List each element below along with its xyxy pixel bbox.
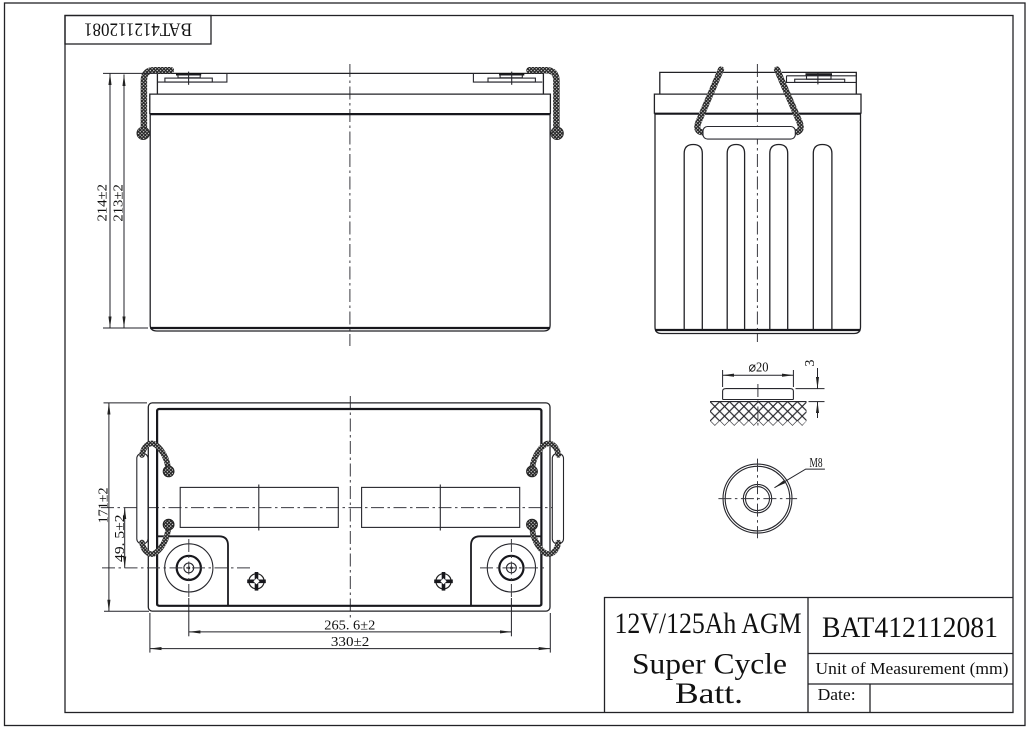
svg-text:Unit of Measurement (mm): Unit of Measurement (mm) [816,659,1009,678]
svg-text:M8: M8 [810,456,823,471]
svg-text:12V/125Ah AGM: 12V/125Ah AGM [615,607,802,640]
svg-text:330±2: 330±2 [331,635,369,650]
svg-text:Super Cycle: Super Cycle [632,648,787,681]
svg-text:171±2: 171±2 [96,487,111,523]
svg-text:⌀20: ⌀20 [749,360,769,375]
svg-text:49. 5±2: 49. 5±2 [113,514,128,562]
svg-text:214±2: 214±2 [96,184,111,222]
svg-text:BAT412112081: BAT412112081 [84,18,192,38]
svg-text:Batt.: Batt. [675,677,743,710]
svg-text:Date:: Date: [818,685,856,704]
svg-text:BAT412112081: BAT412112081 [822,611,998,644]
svg-text:213±2: 213±2 [111,184,126,222]
svg-text:265. 6±2: 265. 6±2 [324,618,375,633]
svg-text:3: 3 [803,360,818,367]
